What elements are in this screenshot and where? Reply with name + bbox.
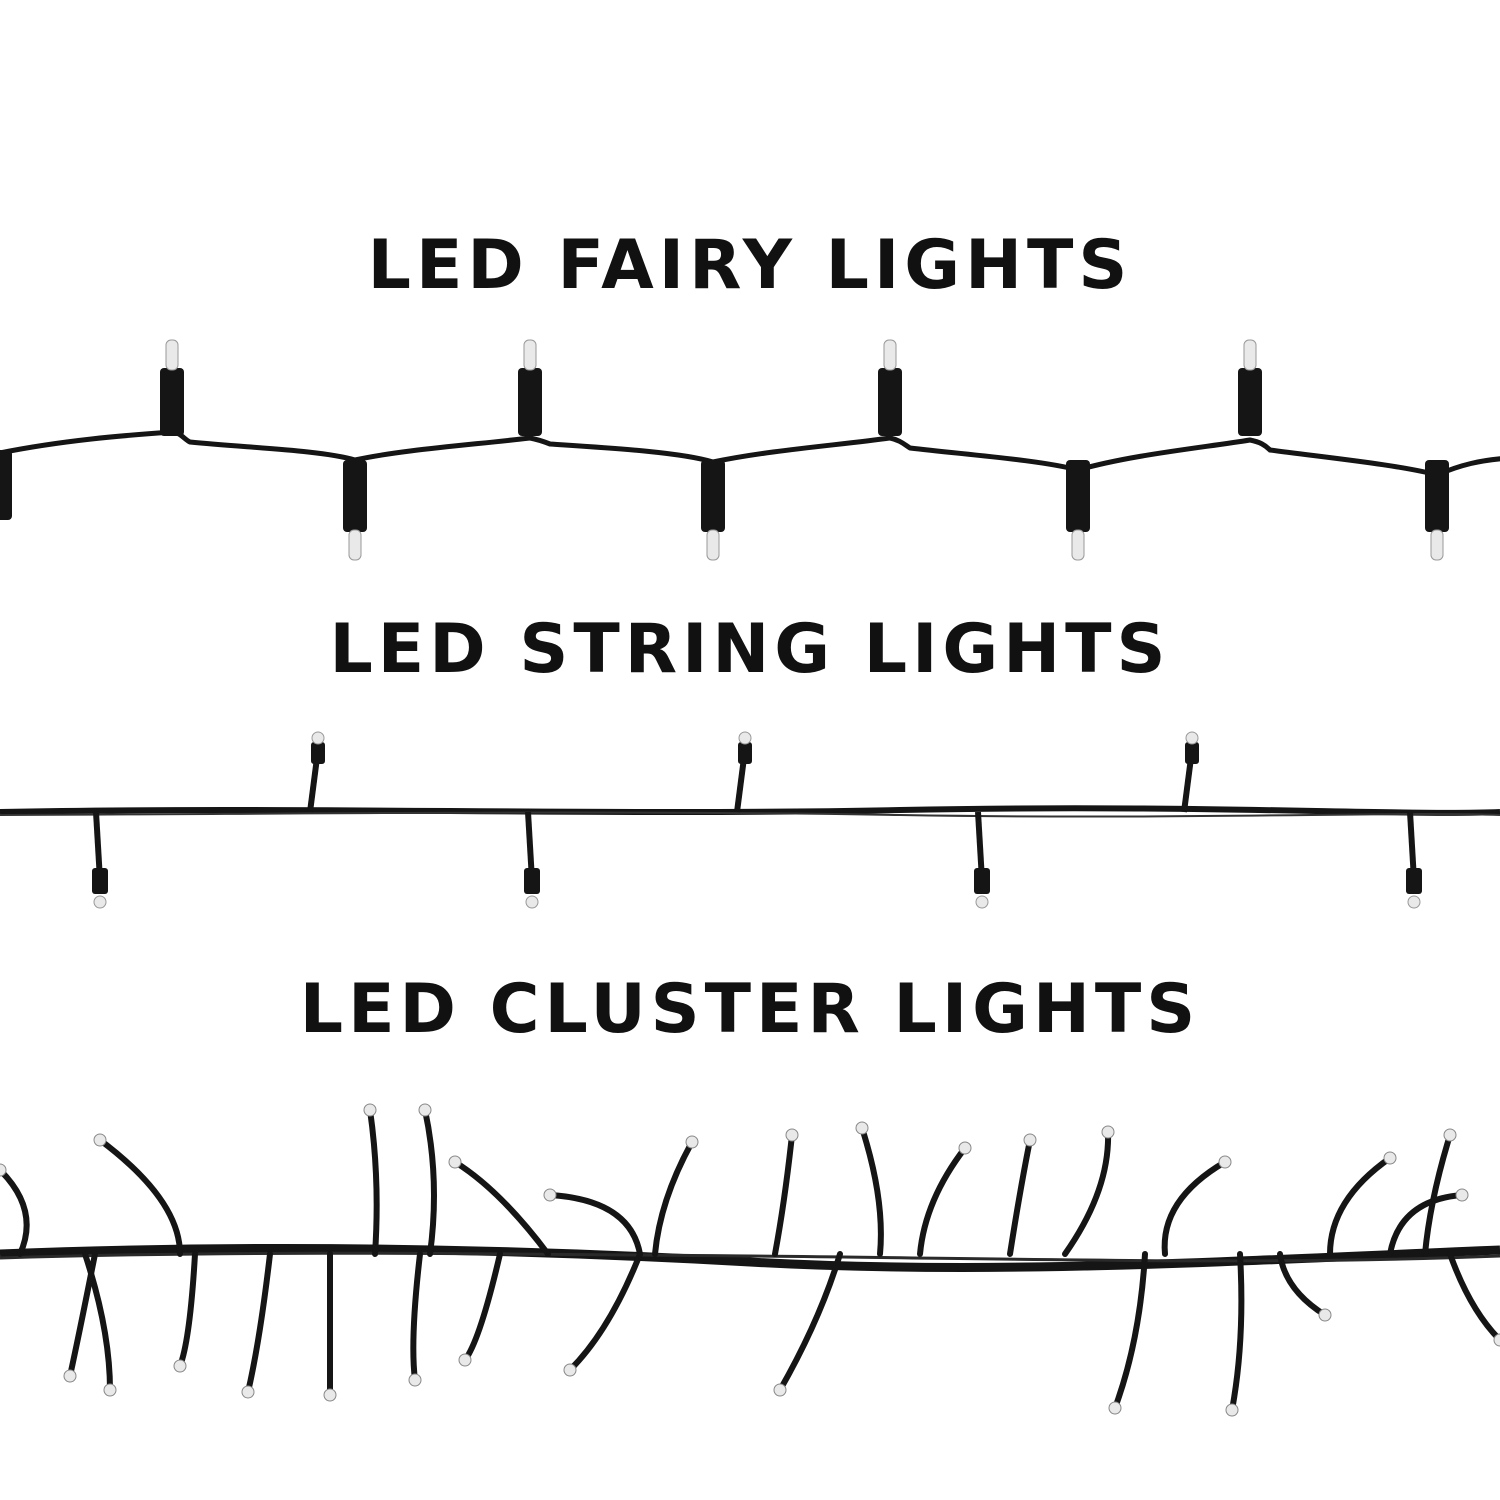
cluster-branch — [1447, 1251, 1500, 1343]
cluster-bulb-glass — [1443, 1128, 1457, 1142]
fairy-bulb-glass — [1243, 339, 1257, 371]
fairy-bulb-socket — [878, 368, 902, 436]
cluster-bulb-glass — [173, 1359, 187, 1373]
cluster-branch — [367, 1107, 380, 1257]
fairy-bulb-socket — [701, 460, 725, 532]
cluster-wire — [0, 1243, 1500, 1272]
fairy-bulb-socket — [1238, 368, 1262, 436]
cluster-branch — [547, 1192, 643, 1257]
string-wire — [0, 805, 1500, 816]
cluster-branch — [1112, 1251, 1148, 1411]
cluster-lights-strand — [0, 1103, 1500, 1417]
string-bulb-glass — [738, 731, 752, 745]
fairy-bulb-socket — [1425, 460, 1449, 532]
fairy-bulb-glass — [165, 339, 179, 371]
string-bulb-glass — [311, 731, 325, 745]
cluster-bulb-glass — [0, 1163, 7, 1177]
cluster-bulb-glass — [685, 1135, 699, 1149]
cluster-bulb-glass — [323, 1388, 337, 1402]
cluster-branch — [97, 1137, 183, 1257]
cluster-branch — [422, 1107, 437, 1257]
fairy-bulb-socket — [518, 368, 542, 436]
fairy-bulb-glass — [523, 339, 537, 371]
cluster-bulb-glass — [418, 1103, 432, 1117]
string-bulb-socket — [974, 868, 990, 894]
cluster-bulb-glass — [1455, 1188, 1469, 1202]
cluster-bulb-glass — [855, 1121, 869, 1135]
cluster-bulb-glass — [363, 1103, 377, 1117]
string-bulb-glass — [1407, 895, 1421, 909]
cluster-branch — [1229, 1251, 1245, 1413]
cluster-branch — [1161, 1159, 1228, 1257]
cluster-bulb-glass — [1493, 1333, 1500, 1347]
cluster-lights-heading: LED CLUSTER LIGHTS — [299, 970, 1201, 1049]
cluster-bulb-glass — [458, 1353, 472, 1367]
fairy-lights-strand — [0, 339, 1500, 561]
cluster-bulb-glass — [448, 1155, 462, 1169]
cluster-branch — [772, 1132, 795, 1257]
cluster-bulb-glass — [773, 1383, 787, 1397]
cluster-wire-twist — [0, 1251, 1500, 1263]
fairy-lights-heading: LED FAIRY LIGHTS — [367, 226, 1133, 305]
cluster-branch — [245, 1251, 273, 1395]
string-lights-heading: LED STRING LIGHTS — [329, 610, 1171, 689]
cluster-branch — [0, 1167, 30, 1257]
cluster-branch — [777, 1251, 843, 1393]
string-bulb-glass — [975, 895, 989, 909]
fairy-bulb-glass — [706, 529, 720, 561]
cluster-branch — [452, 1159, 551, 1257]
cluster-bulb-glass — [1318, 1308, 1332, 1322]
fairy-bulb-glass — [348, 529, 362, 561]
cluster-bulb-glass — [543, 1188, 557, 1202]
cluster-bulb-glass — [1023, 1133, 1037, 1147]
fairy-wire — [0, 429, 1500, 478]
cluster-branch — [67, 1251, 98, 1379]
cluster-branch — [1387, 1192, 1465, 1257]
string-lights-strand — [0, 731, 1500, 909]
cluster-branch — [1007, 1137, 1033, 1257]
string-bulb-glass — [1185, 731, 1199, 745]
fairy-bulb-glass — [1071, 529, 1085, 561]
cluster-bulb-glass — [241, 1385, 255, 1399]
string-bulb-socket — [1406, 868, 1422, 894]
string-bulb-socket — [738, 742, 752, 764]
fairy-bulb-socket — [0, 450, 12, 520]
cluster-branch — [1422, 1132, 1453, 1257]
cluster-bulb-glass — [93, 1133, 107, 1147]
cluster-branch — [462, 1251, 503, 1363]
string-bulb-socket — [524, 868, 540, 894]
fairy-bulb-socket — [1066, 460, 1090, 532]
cluster-bulb-glass — [1101, 1125, 1115, 1139]
fairy-bulb-glass — [883, 339, 897, 371]
string-wire-twist — [0, 811, 1500, 818]
cluster-branch — [1277, 1251, 1328, 1318]
string-bulb-socket — [1185, 742, 1199, 764]
cluster-bulb-glass — [63, 1369, 77, 1383]
fairy-bulb-socket — [160, 368, 184, 436]
cluster-branch — [177, 1251, 198, 1369]
cluster-branch — [410, 1251, 423, 1383]
string-bulb-socket — [92, 868, 108, 894]
cluster-bulb-glass — [563, 1363, 577, 1377]
cluster-branch — [859, 1125, 884, 1257]
cluster-bulb-glass — [958, 1141, 972, 1155]
cluster-bulb-glass — [408, 1373, 422, 1387]
cluster-branch — [1062, 1129, 1112, 1257]
cluster-bulb-glass — [1225, 1403, 1239, 1417]
fairy-bulb-glass — [1430, 529, 1444, 561]
cluster-branch — [917, 1145, 968, 1257]
string-bulb-glass — [525, 895, 539, 909]
fairy-bulb-socket — [343, 460, 367, 532]
cluster-branch — [567, 1251, 643, 1373]
string-bulb-glass — [93, 895, 107, 909]
cluster-bulb-glass — [785, 1128, 799, 1142]
cluster-bulb-glass — [1108, 1401, 1122, 1415]
cluster-bulb-glass — [1218, 1155, 1232, 1169]
cluster-branch — [652, 1139, 695, 1257]
cluster-bulb-glass — [1383, 1151, 1397, 1165]
cluster-bulb-glass — [103, 1383, 117, 1397]
cluster-branch — [1327, 1155, 1393, 1257]
string-bulb-socket — [311, 742, 325, 764]
